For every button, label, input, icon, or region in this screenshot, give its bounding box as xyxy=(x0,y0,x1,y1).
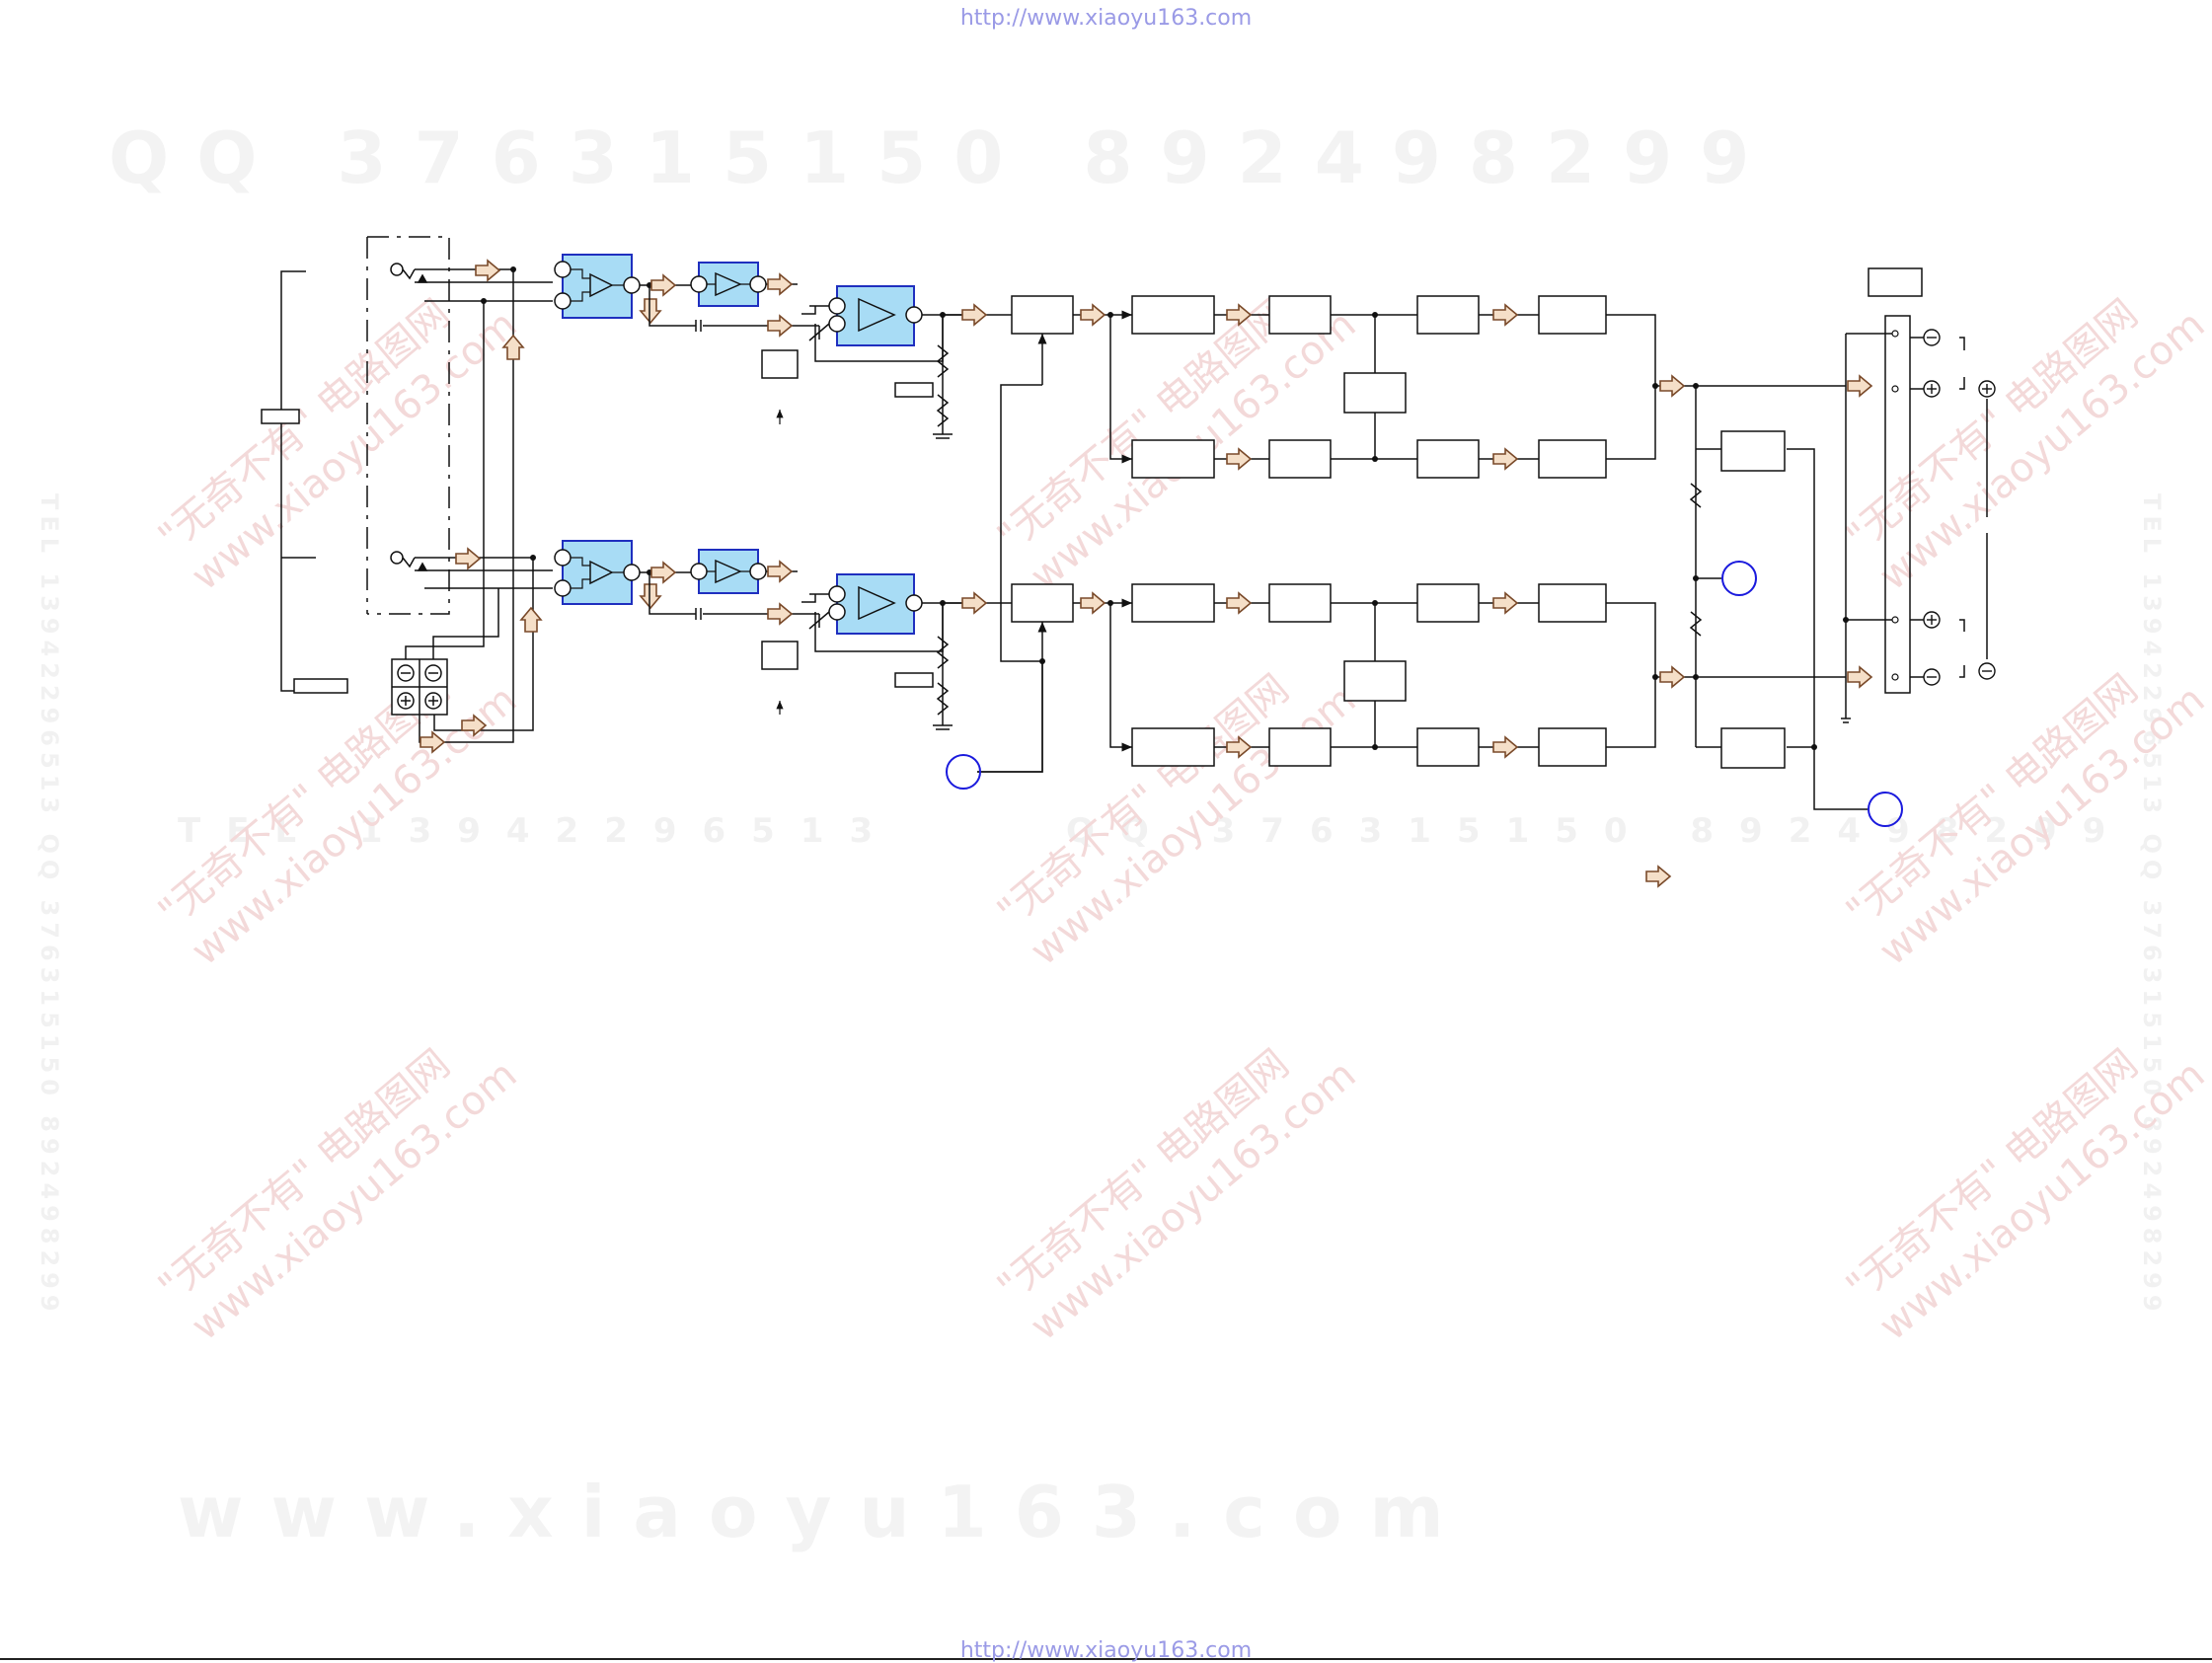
watermark-qq-top: QQ 376315150 892498299 xyxy=(109,116,1778,199)
process-block xyxy=(1011,295,1074,335)
footer-url[interactable]: http://www.xiaoyu163.com xyxy=(959,1638,1253,1663)
watermark-vertical-left: TEL 13942296513 QQ 376315150 892498299 xyxy=(36,493,63,1318)
watermark-qq-mid: QQ 376315150 892498299 xyxy=(1066,811,2132,851)
process-block xyxy=(1416,583,1480,623)
reference-circles xyxy=(946,561,1903,827)
speaker-terminal-symbols xyxy=(1923,329,1996,686)
output-block xyxy=(1720,727,1786,769)
watermark-site: www.xiaoyu163.com xyxy=(178,1471,1472,1553)
watermark-vertical-right: TEL 13942296513 QQ 376315150 892498299 xyxy=(2138,493,2166,1318)
process-block xyxy=(1268,439,1332,479)
terminals xyxy=(1891,330,1899,681)
switch-wires xyxy=(405,269,553,743)
polarity-switch xyxy=(391,658,448,716)
process-block xyxy=(1538,439,1607,479)
process-block xyxy=(1131,583,1215,623)
header-url[interactable]: http://www.xiaoyu163.com xyxy=(959,6,1253,31)
output-block xyxy=(1720,430,1786,472)
amp-block xyxy=(836,573,915,635)
flow-arrows-horizontal xyxy=(420,259,1873,888)
amp-block xyxy=(836,285,915,346)
output-section xyxy=(977,315,1988,810)
legend-arrow xyxy=(1645,865,1672,888)
process-block xyxy=(1416,295,1480,335)
buffer-amp-block xyxy=(562,254,633,319)
process-block xyxy=(1131,727,1215,767)
process-block xyxy=(1131,439,1215,479)
process-block xyxy=(1538,583,1607,623)
label-box xyxy=(293,678,348,694)
channel-lower xyxy=(530,540,1658,773)
flow-arrows-vertical xyxy=(501,298,662,633)
process-block xyxy=(1268,583,1332,623)
label-box xyxy=(1868,267,1923,297)
process-block xyxy=(1416,439,1480,479)
input-frame xyxy=(280,236,450,692)
process-block xyxy=(1416,727,1480,767)
process-block xyxy=(1538,295,1607,335)
label-box xyxy=(261,409,300,424)
process-block xyxy=(1268,295,1332,335)
process-block xyxy=(1268,727,1332,767)
process-block xyxy=(1538,727,1607,767)
bottom-rule xyxy=(0,1658,2212,1660)
process-block xyxy=(1343,660,1407,702)
process-block xyxy=(1131,295,1215,335)
watermark-tel: TEL 13942296513 xyxy=(178,811,899,851)
process-block xyxy=(1011,583,1074,623)
process-block xyxy=(1343,372,1407,414)
